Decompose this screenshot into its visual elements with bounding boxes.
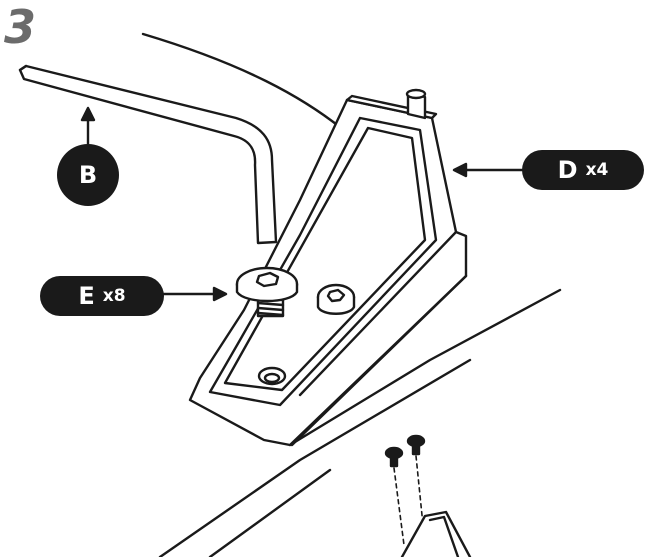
callout-arrow-e xyxy=(161,286,228,302)
callout-e-quantity: x8 xyxy=(102,286,126,306)
callout-b-letter: B xyxy=(78,161,98,189)
installed-screw xyxy=(316,283,356,315)
callout-arrow-d xyxy=(452,162,524,178)
callout-d-badge: D x4 xyxy=(522,150,644,190)
screw-hole xyxy=(257,366,287,386)
step-number: 3 xyxy=(4,0,37,54)
callout-e-badge: E x8 xyxy=(40,276,164,316)
apron-board-bottom2 xyxy=(208,468,332,557)
apron-board-bottom xyxy=(158,358,472,557)
small-screw xyxy=(384,434,426,468)
corner-bracket xyxy=(188,94,468,447)
callout-b-badge: B xyxy=(57,144,119,206)
callout-d-quantity: x4 xyxy=(585,160,609,180)
callout-e-letter: E xyxy=(78,282,95,310)
allen-key xyxy=(18,64,278,245)
screw-e xyxy=(235,266,299,318)
dowel-pin xyxy=(405,88,427,120)
apron-board-line xyxy=(288,288,562,447)
callout-d-letter: D xyxy=(557,156,578,184)
